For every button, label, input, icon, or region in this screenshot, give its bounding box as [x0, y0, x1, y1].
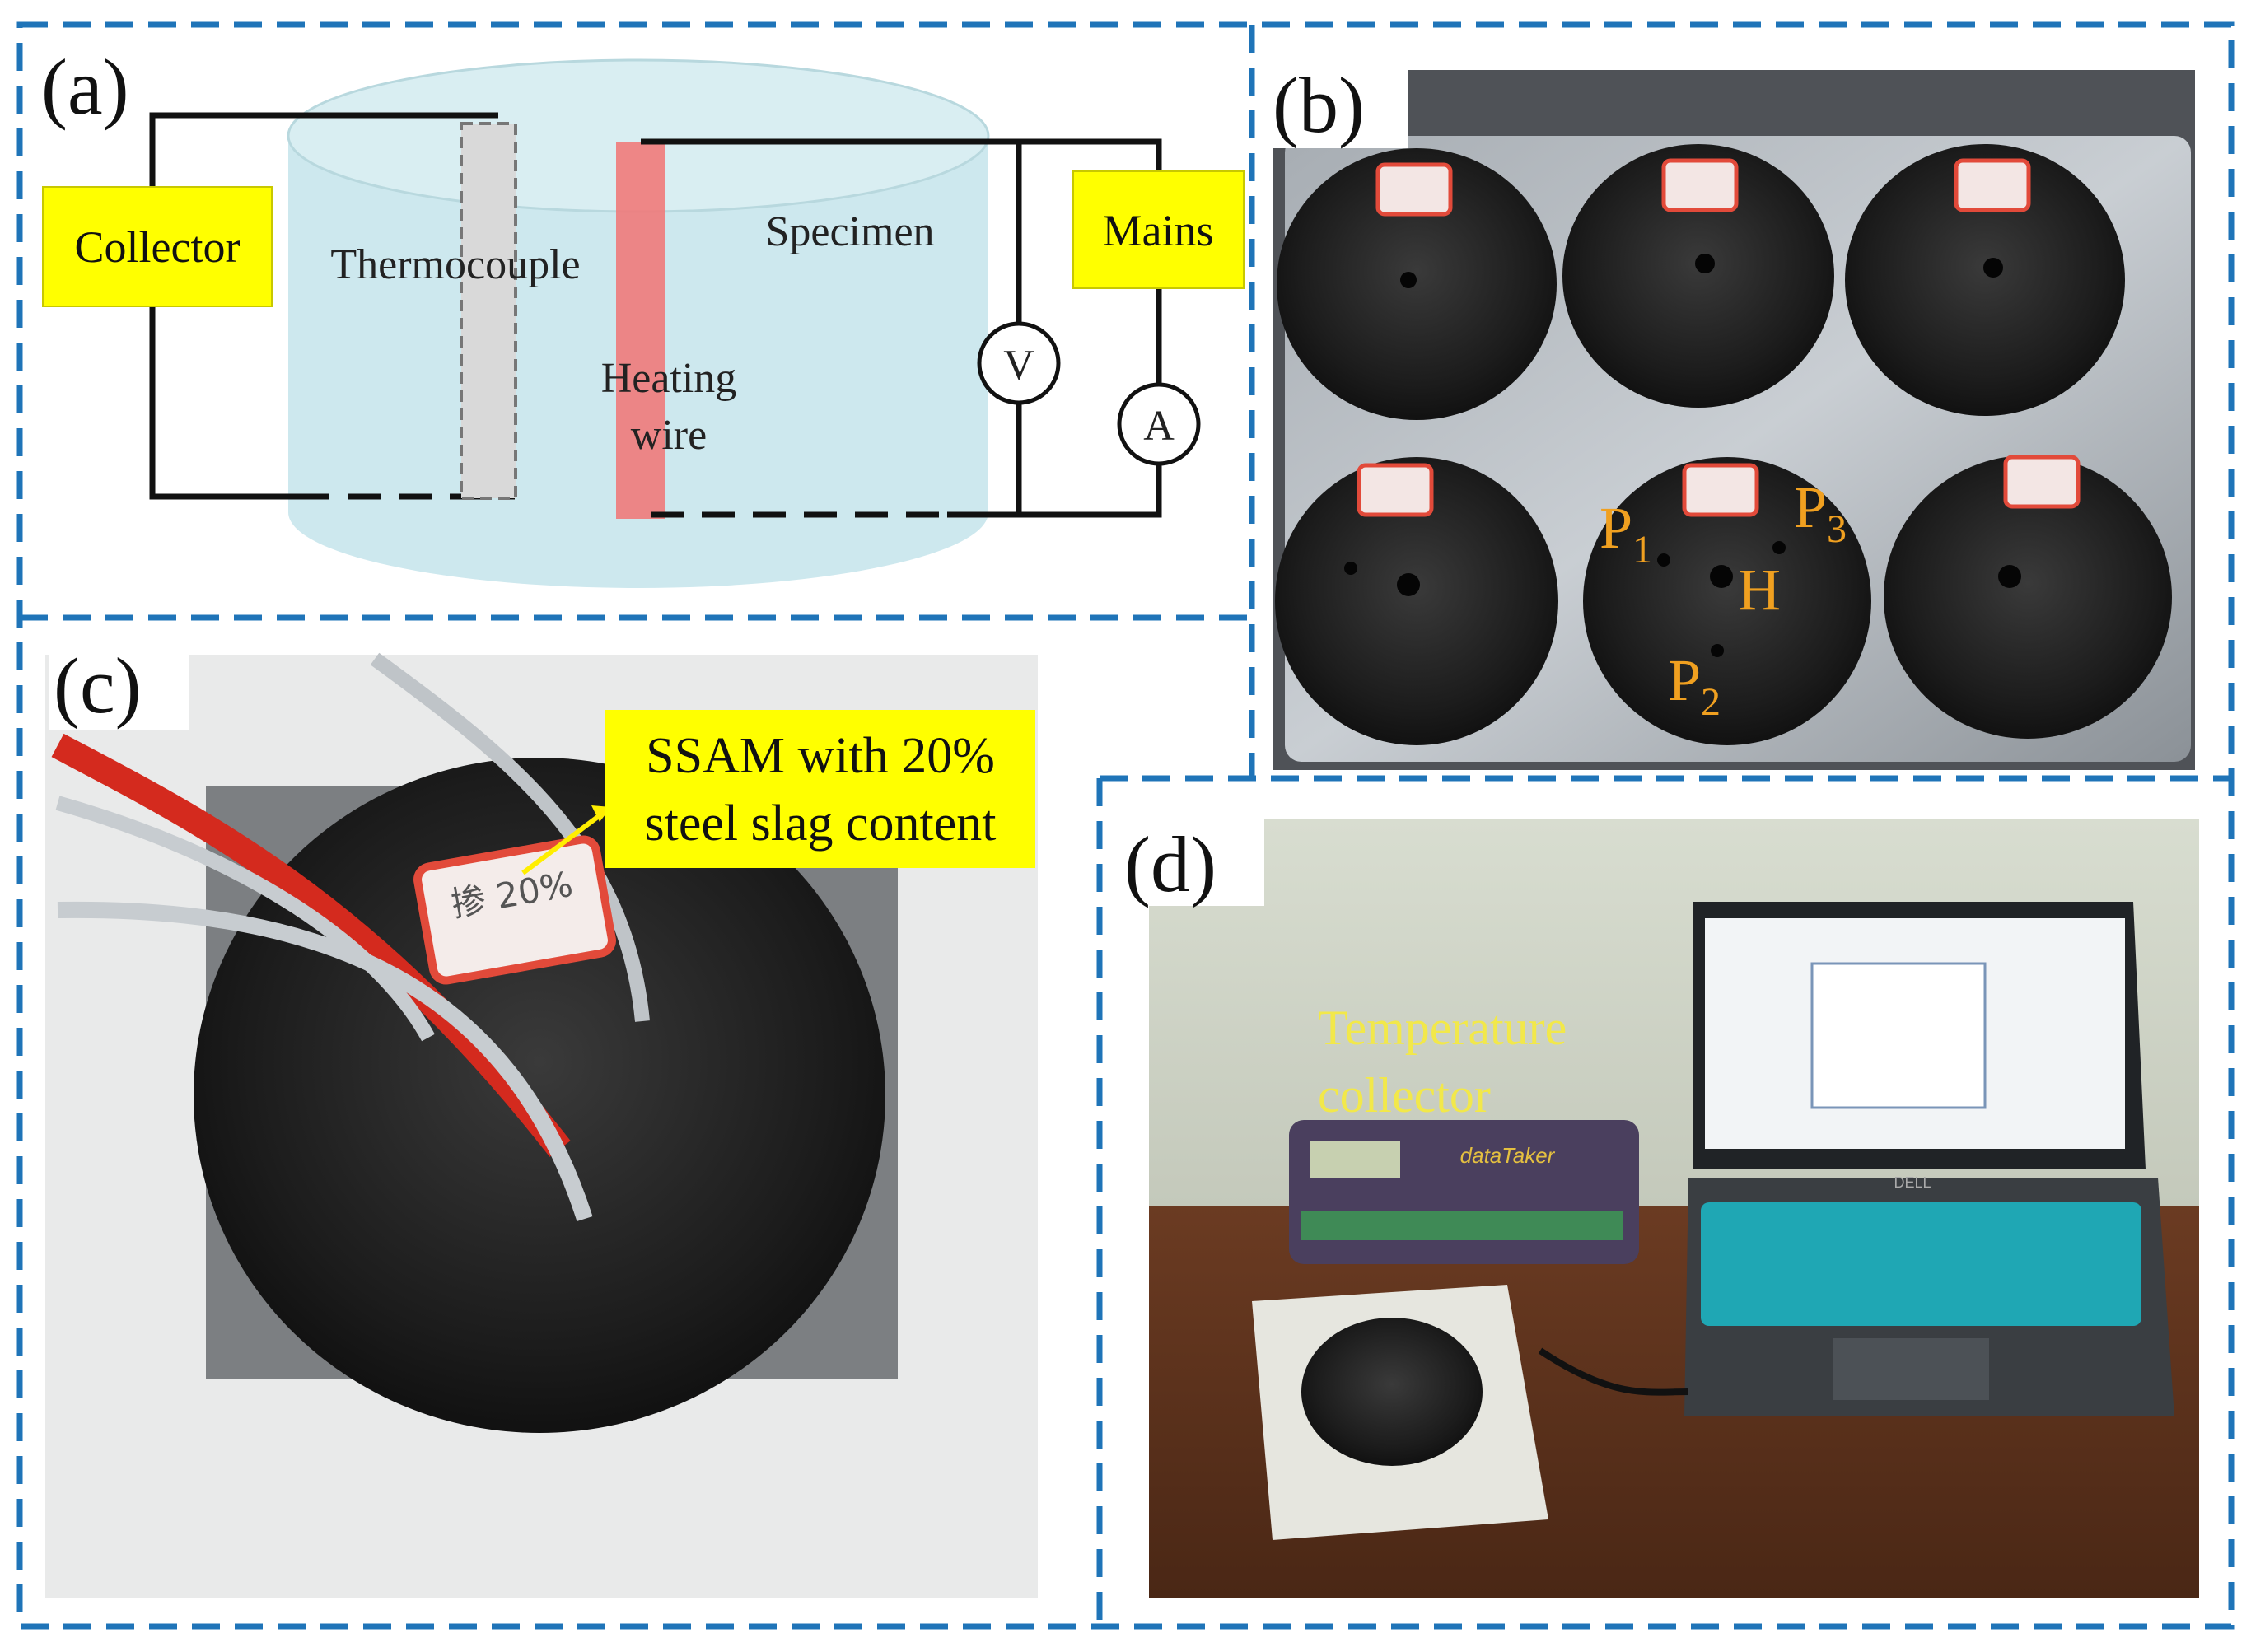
- heating-wire-rod: [616, 142, 665, 519]
- thermocouple-rod: [460, 122, 517, 500]
- panel-d-photo: dataTaker DELL Temperature collector (d): [1120, 811, 2199, 1598]
- panel-a-schematic: V A Collector Mains Thermocouple Specime…: [41, 43, 1245, 588]
- laptop-window: [1810, 962, 1987, 1109]
- laptop-touchpad: [1833, 1338, 1989, 1400]
- label-p2: P2: [1668, 647, 1721, 724]
- outer-frame: [16, 21, 2235, 1630]
- specimen-1: [1277, 148, 1557, 420]
- specimen-2: [1562, 144, 1834, 408]
- data-logger-brand: dataTaker: [1460, 1143, 1556, 1168]
- label-p1: P1: [1600, 495, 1652, 572]
- callout-line2: steel slag content: [645, 796, 997, 852]
- callout-box: [605, 710, 1035, 868]
- panel-a-letter: (a): [41, 43, 129, 131]
- label-h: H: [1738, 557, 1781, 623]
- specimen-row-top: [1277, 144, 2125, 420]
- panel-b-letter-bg: [1268, 58, 1408, 148]
- ammeter-label: A: [1143, 403, 1175, 450]
- drilled-holes: [1344, 254, 2021, 657]
- steel-cable-3: [55, 796, 435, 1042]
- mains-box: [1072, 170, 1245, 289]
- thermocouple-label: Thermocouple: [330, 241, 580, 288]
- specimen-label: Specimen: [765, 208, 934, 255]
- specimen-tag-4: [1357, 463, 1434, 517]
- heating-label-line2: wire: [631, 412, 707, 459]
- data-logger-screen: [1310, 1141, 1400, 1178]
- usb-cable: [1538, 1347, 1689, 1396]
- specimen-tag-1: [1375, 162, 1453, 217]
- panel-frames: [16, 21, 2235, 1630]
- specimen-tag-c: [413, 835, 616, 985]
- steel-cable-1: [370, 652, 650, 1022]
- callout-arrow: [521, 809, 607, 875]
- panel-b-photo: P1 P3 H P2 (b): [1268, 58, 2195, 770]
- temperature-collector-line2: collector: [1318, 1068, 1491, 1122]
- panel-c-photo: 掺 20% SSAM with 20% steel slag content (…: [45, 638, 1038, 1598]
- callout-line1: SSAM with 20%: [646, 728, 995, 784]
- panel-d-letter-bg: [1120, 811, 1264, 906]
- panel-c-letter: (c): [54, 642, 142, 730]
- specimen-5: [1583, 457, 1871, 745]
- specimen-tag-6: [2003, 455, 2081, 509]
- ammeter-icon: [1117, 382, 1201, 466]
- voltmeter-label: V: [1003, 342, 1034, 389]
- temperature-collector-line1: Temperature: [1318, 1001, 1567, 1055]
- laptop-keyboard: [1701, 1202, 2141, 1326]
- collector-label: Collector: [75, 222, 241, 272]
- mains-wire-top: [641, 138, 1162, 171]
- collector-box: [42, 186, 273, 307]
- specimen-row-bottom: [1275, 455, 2172, 745]
- panel-b-letter: (b): [1273, 61, 1365, 149]
- specimen-d: [1301, 1318, 1483, 1466]
- specimen-tag-3: [1954, 158, 2031, 212]
- panel-c-letter-bg: [49, 638, 189, 730]
- label-p3: P3: [1794, 474, 1847, 551]
- voltmeter-icon: [977, 321, 1061, 405]
- specimen-tag-2: [1661, 158, 1739, 212]
- heating-label-line1: Heating: [601, 355, 737, 402]
- collector-wire-bottom: [149, 306, 297, 500]
- specimen-6: [1884, 455, 2172, 739]
- mains-label: Mains: [1103, 206, 1214, 255]
- panel-d-letter: (d): [1124, 820, 1217, 908]
- terminal-strip: [1301, 1211, 1623, 1240]
- laptop-brand: DELL: [1894, 1174, 1931, 1191]
- specimen-3: [1845, 144, 2125, 416]
- red-cable: [51, 733, 571, 1157]
- specimen-4: [1275, 457, 1558, 745]
- steel-cable-2: [57, 901, 593, 1222]
- specimen-tag-5: [1682, 463, 1759, 517]
